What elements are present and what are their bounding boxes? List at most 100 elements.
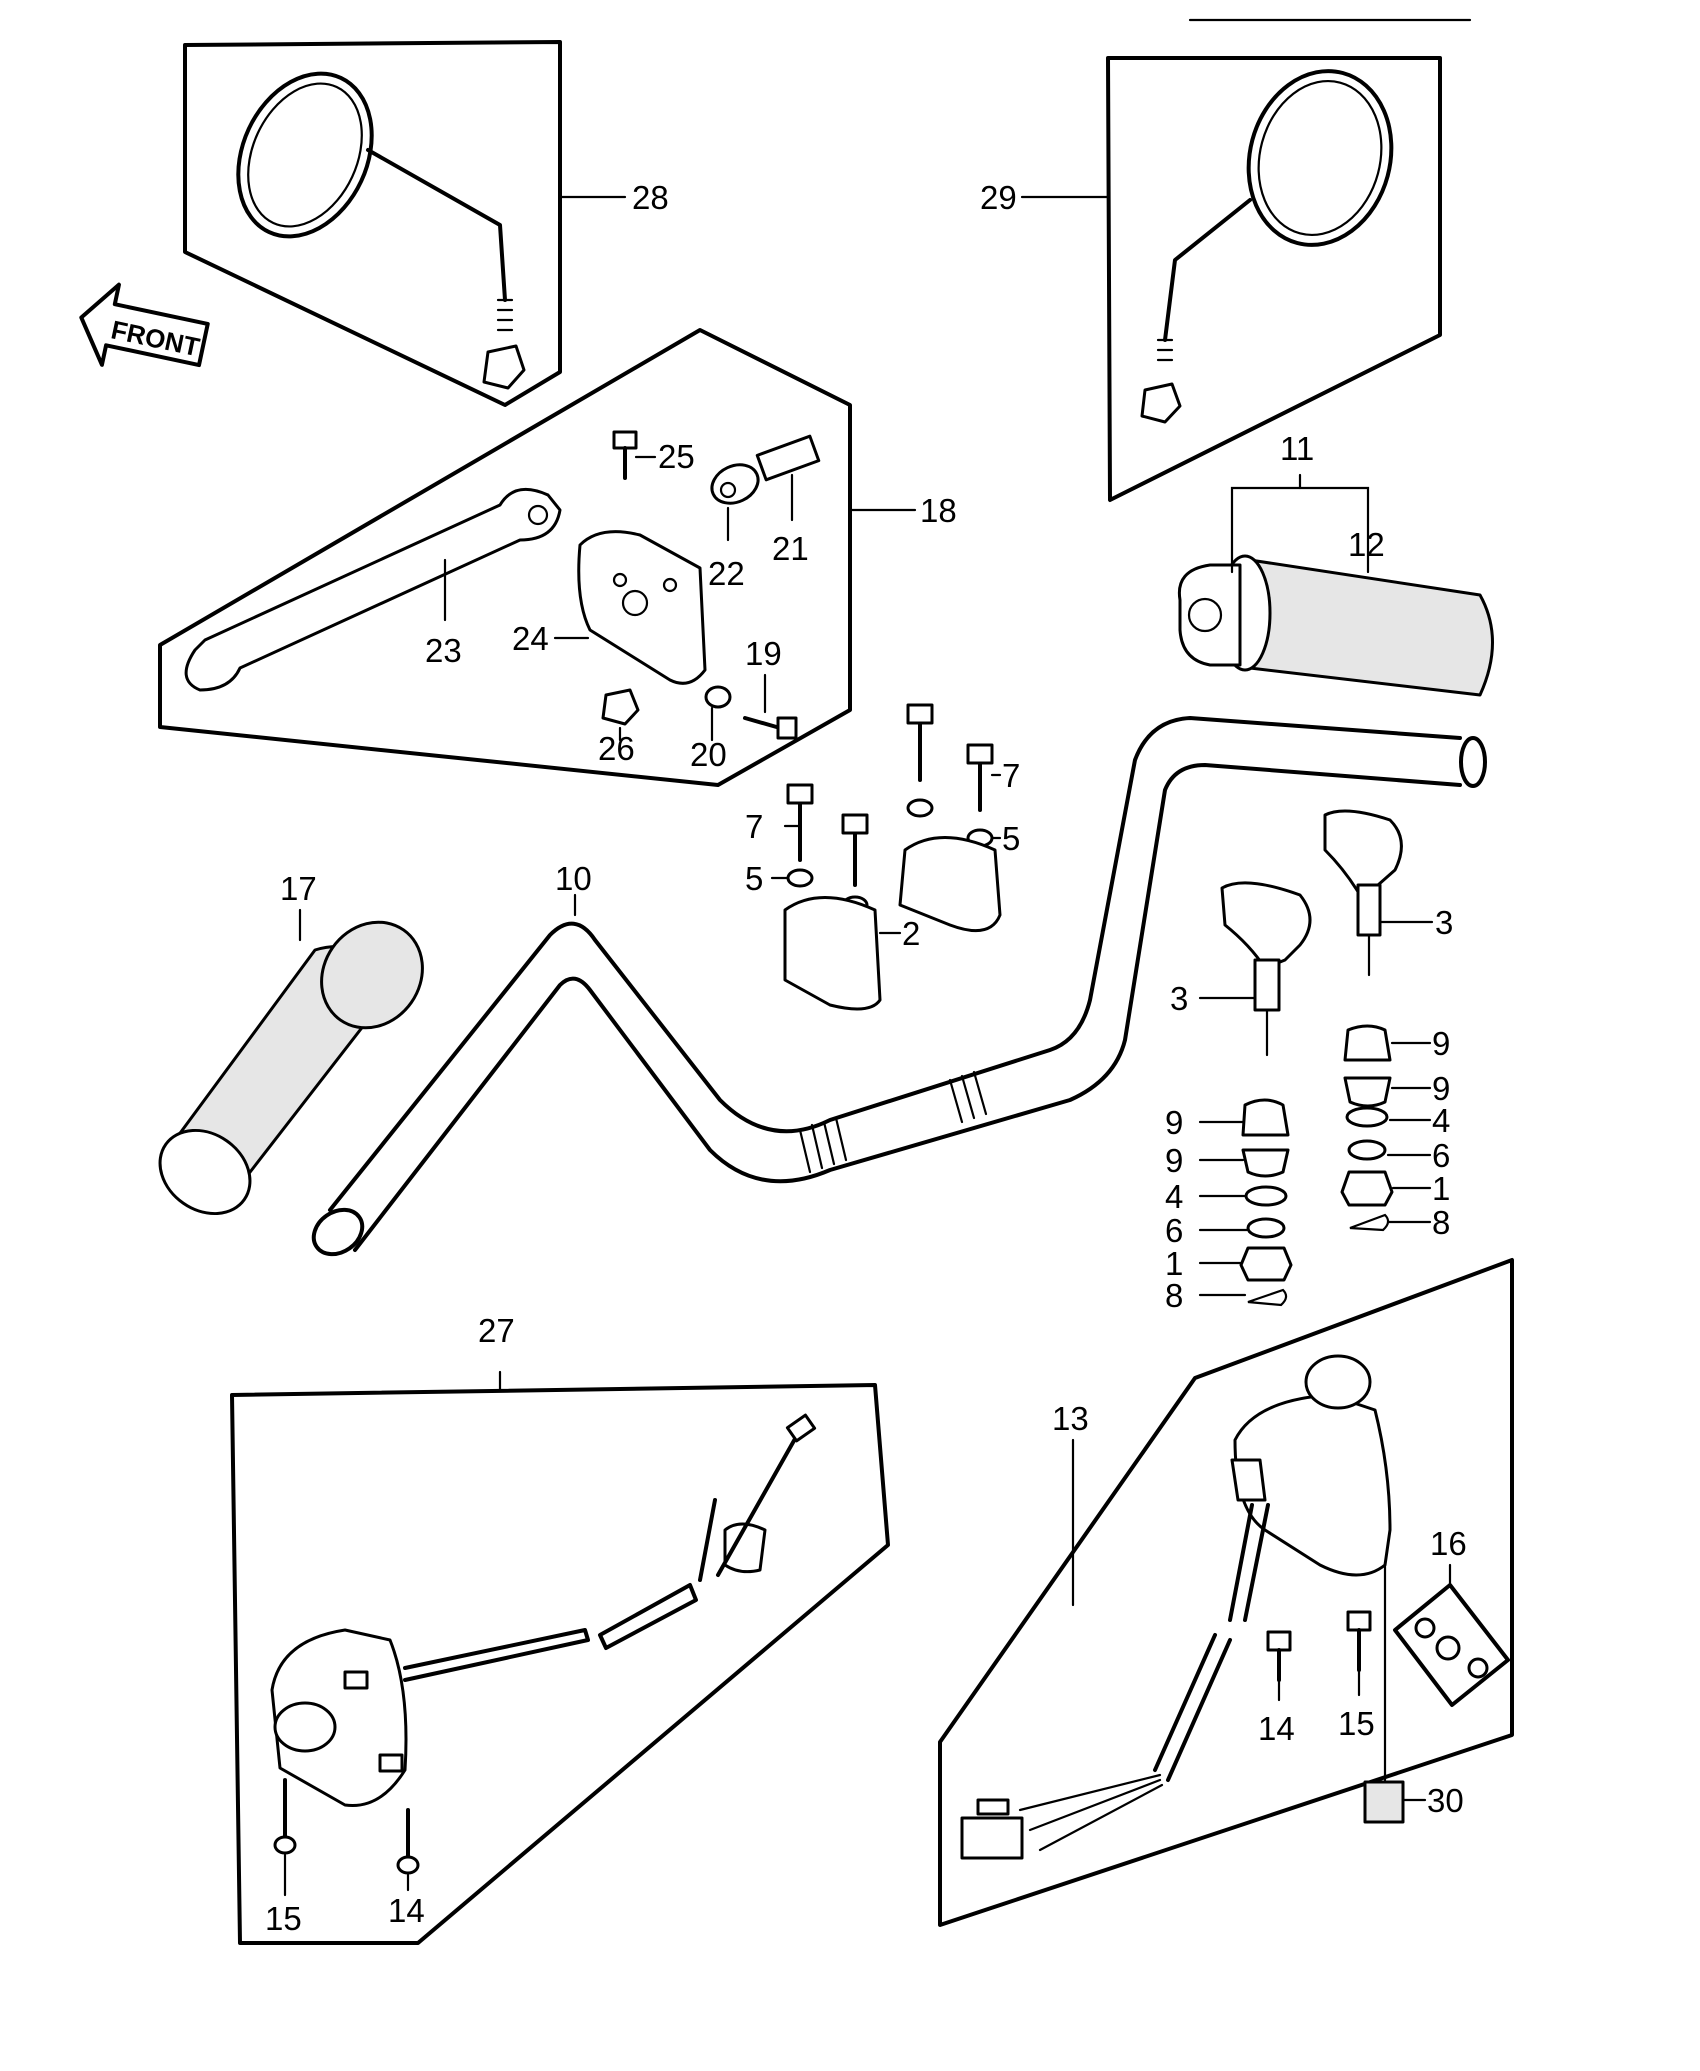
right-switch-knob [1304,1354,1372,1410]
holder-hole-small [612,572,628,588]
label-10: 10 [555,860,592,897]
label-24: 24 [512,620,549,657]
nut-1a [1340,1170,1394,1207]
clamp-bolt-4-head [841,813,869,835]
left-mirror-nut [482,344,526,390]
left-mirror-panel [183,40,562,407]
washer-5c [786,868,814,888]
clamp-bolt-3-head [786,783,814,805]
part-16-plate [1393,1583,1510,1707]
left-switch-connector [723,1522,767,1574]
screw-15a-head [273,1835,297,1855]
right-switch-connector [960,1816,1024,1860]
clutch-lever-group: 25 22 21 18 23 24 19 26 20 [158,328,957,787]
left-mirror-stem [366,148,507,302]
label-8b: 8 [1165,1277,1183,1314]
throttle-grip-body [1248,558,1494,697]
washer-5a [906,798,934,818]
cushion-9a [1343,1024,1392,1062]
label-23: 23 [425,632,462,669]
left-grip-group: 17 [158,870,424,1216]
riser-left-head [1220,881,1312,970]
label-18: 18 [920,492,957,529]
clamp-2-upper [898,836,1002,933]
label-15a: 15 [265,1900,302,1937]
label-17: 17 [280,870,317,907]
throttle-sleeve-hole [1187,597,1223,633]
label-11: 11 [1280,430,1314,467]
left-switch-button-1 [343,1670,369,1690]
screw-15b-head [1346,1610,1372,1632]
washer-6a [1347,1139,1387,1161]
right-mirror-nut [1140,382,1182,424]
label-26: 26 [598,730,635,767]
cotter-8a [1349,1213,1390,1232]
clutch-lever-panel [158,328,852,787]
right-mirror-stem [1163,198,1252,342]
riser-right-shaft [1356,883,1382,937]
clamp-bolt-1-head [906,703,934,725]
left-switch-button-2 [378,1753,404,1773]
label-25: 25 [658,438,695,475]
label-9a: 9 [1432,1025,1450,1062]
right-switch-group: 13 14 15 16 30 [938,1258,1514,1927]
label-16: 16 [1430,1525,1467,1562]
part-19-bolt [743,716,782,730]
left-switch-wires [698,1428,802,1582]
label-4b: 4 [1165,1178,1183,1215]
label-19: 19 [745,635,782,672]
left-mirror-group: 28 [183,40,669,407]
left-switch-housing [270,1628,408,1808]
clutch-lever-pivot [527,504,549,526]
right-switch-cable-1 [1228,1503,1270,1622]
part-22-locknut [710,463,760,505]
label-1a: 1 [1432,1170,1450,1207]
label-7b: 7 [1002,757,1020,794]
left-grip-flange [320,920,424,1030]
handlebar-tube-bottom [353,763,1462,1252]
cotter-8b [1247,1288,1288,1307]
label-5b: 5 [1002,820,1020,857]
lever-holder [577,530,707,685]
clamp-2-lower [783,896,882,1011]
riser-group: 3 3 [1170,809,1453,1057]
label-9b: 9 [1432,1070,1450,1107]
label-27: 27 [478,1312,515,1349]
clamp-bolt-2-head [966,743,994,765]
left-switch-cable-2 [598,1583,698,1650]
right-switch-button [1230,1458,1267,1502]
left-mirror-thread [496,298,514,332]
left-switch-panel [230,1383,890,1945]
part-16-pin-1 [1414,1617,1436,1639]
holder-hole-small-2 [662,577,678,593]
holder-hole [621,589,649,617]
right-mirror-glass-outer [1246,69,1394,247]
label-30: 30 [1427,1782,1464,1819]
front-arrow: FRONT [79,282,210,368]
label-3a: 3 [1435,904,1453,941]
screw-14a-head [396,1855,420,1875]
label-13: 13 [1052,1400,1089,1437]
label-14a: 14 [388,1892,425,1929]
part-26-nut [601,688,640,726]
right-mirror-thread [1156,338,1174,362]
label-3b: 3 [1170,980,1188,1017]
cushion-9c [1241,1098,1290,1137]
part-16-pin-2 [1435,1635,1461,1661]
handlebar-end-left [311,1207,365,1257]
handlebar-tube-top [328,716,1462,1212]
right-switch-plug [976,1798,1010,1816]
nut-1b [1239,1246,1293,1282]
riser-left-shaft [1253,958,1281,1012]
left-grip-end [158,1128,252,1216]
front-arrow-shape [79,282,210,368]
handlebar-knurl [798,1070,988,1174]
part-22-hole [719,481,737,499]
left-switch-group: 27 15 14 [230,1312,890,1945]
right-mirror-group: 29 [980,56,1442,502]
right-switch-wires [1018,1773,1164,1852]
label-9c: 9 [1165,1104,1183,1141]
part-16-pin-3 [1467,1657,1489,1679]
label-9d: 9 [1165,1142,1183,1179]
